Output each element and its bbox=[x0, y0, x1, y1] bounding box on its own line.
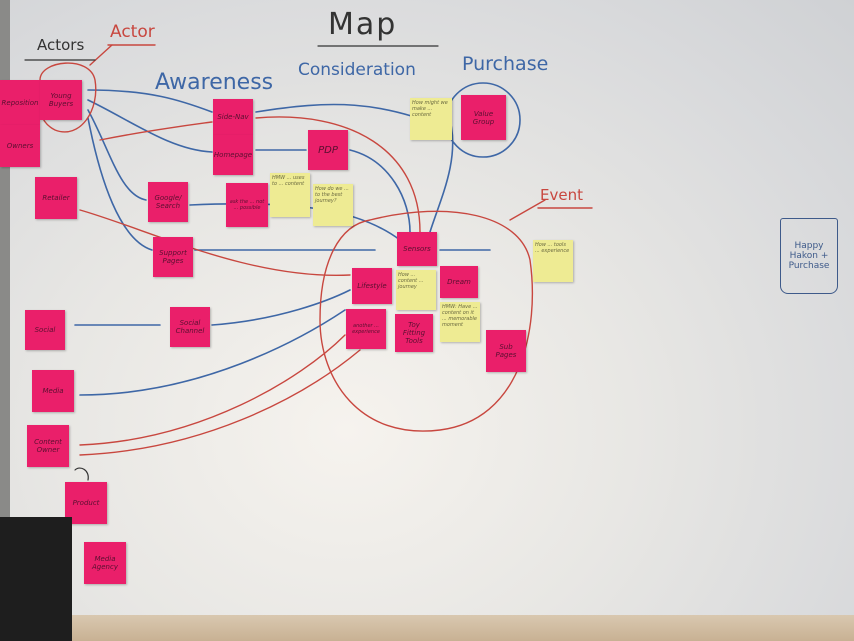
arrow bbox=[429, 119, 454, 233]
sticky-note: HMW: Have ... content on it ... memorabl… bbox=[440, 302, 480, 342]
sticky-note: Media Agency bbox=[84, 542, 126, 584]
arrow bbox=[79, 349, 361, 456]
black-object bbox=[0, 517, 72, 641]
event-heading: Event bbox=[540, 186, 583, 204]
arrow bbox=[349, 149, 411, 233]
floor bbox=[0, 615, 854, 641]
arrow bbox=[79, 209, 351, 277]
arrow bbox=[87, 89, 213, 113]
sticky-note: ask the ... not ... possible bbox=[226, 183, 268, 227]
sticky-note: Social bbox=[25, 310, 65, 350]
sticky-note: HMW ... uses to ... content bbox=[270, 173, 310, 217]
sticky-note: Homepage bbox=[213, 135, 253, 175]
arrow bbox=[87, 117, 153, 251]
arrow bbox=[87, 99, 213, 153]
sticky-note: How ... tools ... experience bbox=[533, 240, 573, 282]
sticky-note: How might we make ... content bbox=[410, 98, 452, 140]
sticky-note: Product bbox=[65, 482, 107, 524]
purchase-heading: Purchase bbox=[462, 53, 549, 75]
sticky-note: Google/ Search bbox=[148, 182, 188, 222]
sticky-note: Media bbox=[32, 370, 74, 412]
arrow bbox=[74, 467, 89, 481]
event-pointer bbox=[509, 199, 546, 221]
sticky-note: Dream bbox=[440, 266, 478, 298]
sticky-note: Content Owner bbox=[27, 425, 69, 467]
arrow bbox=[211, 289, 351, 326]
actors-heading: Actors bbox=[37, 36, 85, 54]
arrow bbox=[99, 121, 213, 141]
sticky-note: Sensors bbox=[397, 232, 437, 266]
sticky-note: Young Buyers bbox=[40, 80, 82, 120]
sticky-note: How do we ... to the best journey? bbox=[313, 184, 353, 226]
arrow bbox=[79, 334, 346, 446]
sticky-note: PDP bbox=[308, 130, 348, 170]
map-title: Map bbox=[328, 7, 398, 42]
awareness-heading: Awareness bbox=[155, 70, 274, 95]
sticky-note: Social Channel bbox=[170, 307, 210, 347]
sticky-note: Toy Fitting Tools bbox=[395, 314, 433, 352]
happy-purchase-box: Happy Hakon + Purchase bbox=[780, 218, 838, 294]
arrow bbox=[87, 109, 147, 201]
sticky-note: Value Group bbox=[461, 95, 506, 140]
sticky-note: another ... experience bbox=[346, 309, 386, 349]
sticky-note: Retailer bbox=[35, 177, 77, 219]
sticky-note: Owners bbox=[0, 125, 40, 167]
arrow bbox=[79, 309, 346, 396]
actor-pointer bbox=[89, 44, 113, 66]
sticky-note: Sub Pages bbox=[486, 330, 526, 372]
sticky-note: Lifestyle bbox=[352, 268, 392, 304]
sticky-note: How ... content ... journey bbox=[396, 270, 436, 310]
actor-heading: Actor bbox=[110, 22, 155, 42]
sticky-note: Support Pages bbox=[153, 237, 193, 277]
consideration-heading: Consideration bbox=[298, 60, 416, 80]
arrow bbox=[255, 116, 421, 233]
sticky-note: Side-Nav bbox=[213, 99, 253, 135]
sticky-note: Reposition bbox=[0, 80, 40, 125]
wall-edge bbox=[0, 0, 10, 520]
event-boundary bbox=[319, 210, 533, 432]
